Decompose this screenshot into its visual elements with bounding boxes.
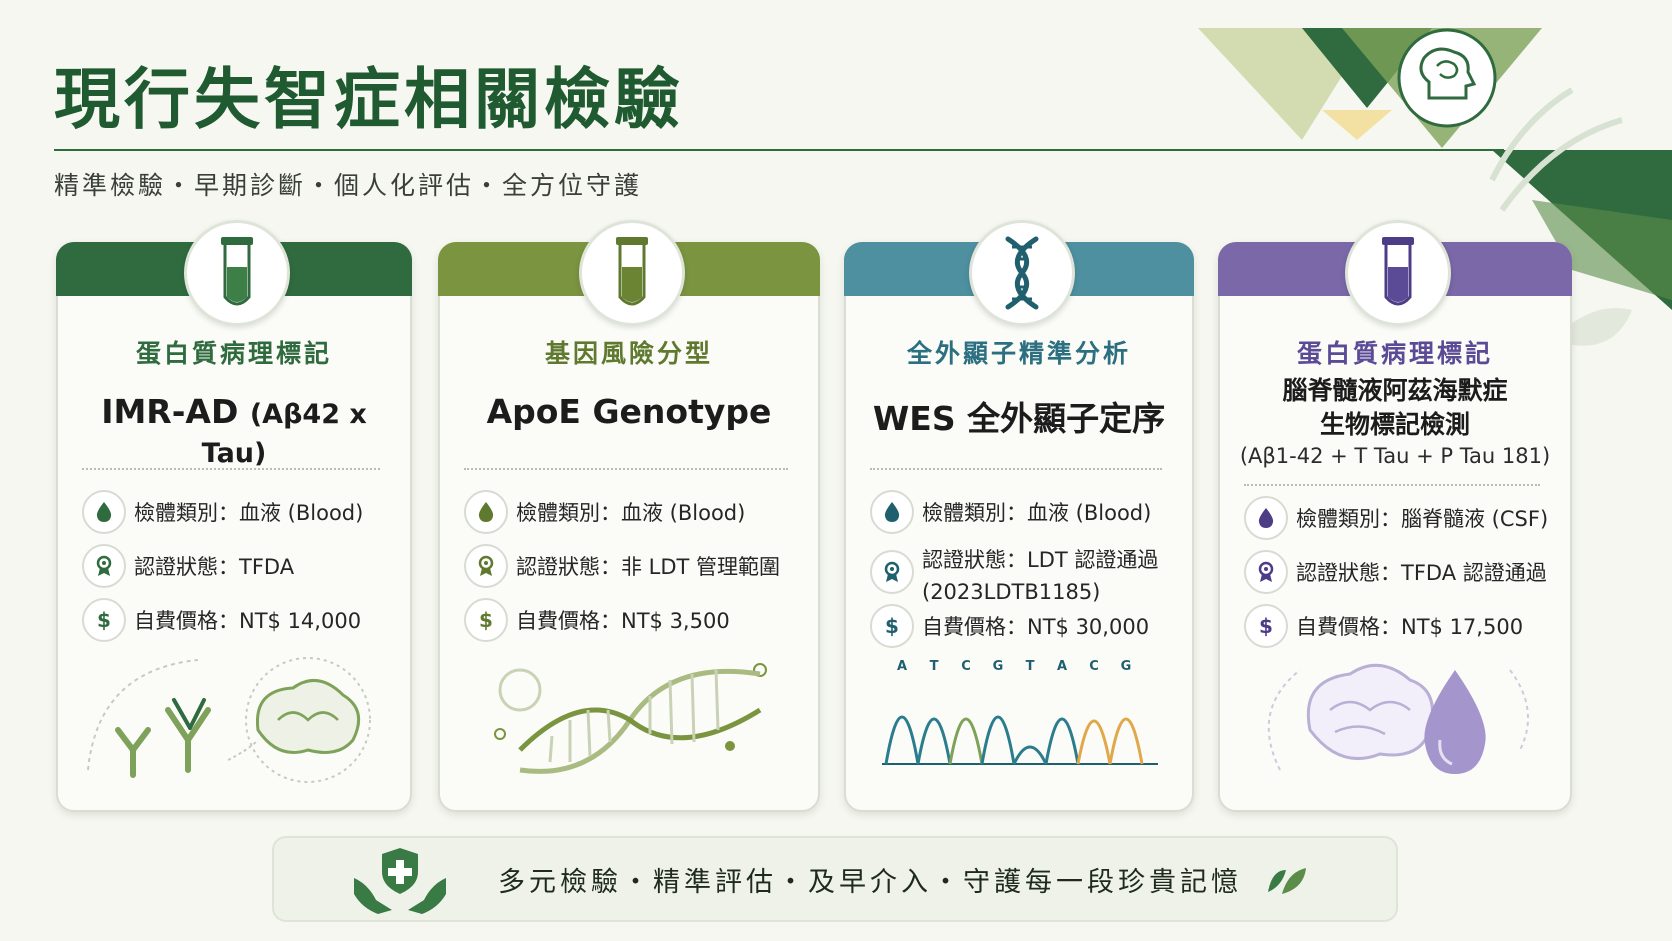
test-card-csf-biomarker: 蛋白質病理標記 腦脊髓液阿茲海默症 生物標記檢測 (Aβ1-42 + T Tau… <box>1218 220 1572 812</box>
blood-drop-icon <box>870 490 914 534</box>
award-ribbon-icon <box>870 550 914 594</box>
specimen-row: 檢體類別：血液 (Blood) <box>870 490 1178 534</box>
specimen-text: 檢體類別：腦脊髓液 (CSF) <box>1296 507 1549 531</box>
decorative-corner <box>1198 28 1672 346</box>
test-name-line-1: 腦脊髓液阿茲海默症 <box>1282 376 1508 405</box>
card-test-name: IMR-AD (Aβ42 x Tau) <box>68 392 400 470</box>
certification-line-2: (2023LDTB1185) <box>922 580 1101 604</box>
price-text: 自費價格：NT$ 17,500 <box>1296 615 1524 639</box>
certification-line-1: 認證狀態：LDT 認證通過 <box>922 548 1159 572</box>
page-title: 現行失智症相關檢驗 <box>54 61 684 138</box>
card-category: 全外顯子精準分析 <box>906 339 1131 368</box>
footer-banner: 多元檢驗・精準評估・及早介入・守護每一段珍貴記憶 <box>272 836 1398 922</box>
sequence-letter: T <box>1026 659 1035 674</box>
certification-text: 認證狀態：LDT 認證通過 (2023LDTB1185) <box>922 544 1158 608</box>
brain-droplet-illustration <box>1267 663 1529 774</box>
test-card-apoe: 基因風險分型 ApoE Genotype 檢體類別：血液 (Blood) 認證狀… <box>438 220 820 812</box>
csf-drop-icon <box>1244 496 1288 540</box>
sequence-letter: G <box>1121 659 1132 674</box>
sequence-letter: C <box>1089 659 1099 674</box>
price-row: $ 自費價格：NT$ 17,500 <box>1244 604 1556 648</box>
price-text: 自費價格：NT$ 30,000 <box>922 615 1150 639</box>
sequence-letter: T <box>930 659 939 674</box>
card-icon-badge <box>1345 220 1451 326</box>
certification-row: 認證狀態：LDT 認證通過 (2023LDTB1185) <box>870 548 1178 604</box>
test-card-wes: 全外顯子精準分析 WES 全外顯子定序 檢體類別：血液 (Blood) 認證狀態… <box>844 220 1194 812</box>
card-test-name: ApoE Genotype <box>486 392 772 431</box>
price-text: 自費價格：NT$ 14,000 <box>134 609 362 633</box>
certification-text: 認證狀態：非 LDT 管理範圍 <box>516 555 781 579</box>
dotted-divider <box>82 468 380 470</box>
sequence-letter: C <box>961 659 971 674</box>
specimen-row: 檢體類別：腦脊髓液 (CSF) <box>1244 496 1556 540</box>
title-divider <box>54 149 1504 151</box>
test-tube-icon <box>221 237 253 306</box>
sequence-letter: A <box>1057 659 1067 674</box>
price-row: $ 自費價格：NT$ 30,000 <box>870 604 1178 648</box>
price-row: $ 自費價格：NT$ 3,500 <box>464 598 804 642</box>
test-name-suffix: (Aβ42 x Tau) <box>201 399 367 469</box>
test-name-main: IMR-AD <box>101 392 239 431</box>
card-icon-badge <box>969 220 1075 326</box>
certification-row: 認證狀態：非 LDT 管理範圍 <box>464 544 804 588</box>
svg-text:$: $ <box>1259 614 1273 638</box>
award-ribbon-icon <box>1244 550 1288 594</box>
card-icon-badge <box>579 220 685 326</box>
dna-helix-illustration <box>494 663 767 774</box>
specimen-row: 檢體類別：血液 (Blood) <box>82 490 396 534</box>
certification-row: 認證狀態：TFDA <box>82 544 396 588</box>
card-category: 蛋白質病理標記 <box>135 339 332 368</box>
hands-shield-icon <box>354 848 446 914</box>
test-name-analytes: (Aβ1-42 + T Tau + P Tau 181) <box>1239 444 1551 468</box>
dotted-divider <box>1244 484 1540 486</box>
certification-text: 認證狀態：TFDA 認證通過 <box>1296 561 1547 585</box>
antibody-brain-illustration <box>87 657 371 783</box>
card-test-name: WES 全外顯子定序 <box>872 399 1166 438</box>
dna-icon <box>1005 236 1039 310</box>
blood-drop-icon <box>82 490 126 534</box>
dotted-divider <box>870 468 1162 470</box>
leaf-icon <box>1268 868 1306 894</box>
sequence-letter: A <box>897 659 907 674</box>
test-name-line-2: 生物標記檢測 <box>1319 410 1470 439</box>
svg-text:$: $ <box>479 608 493 632</box>
footer-slogan: 多元檢驗・精準評估・及早介入・守護每一段珍貴記憶 <box>498 867 1242 898</box>
specimen-text: 檢體類別：血液 (Blood) <box>516 501 746 525</box>
award-ribbon-icon <box>82 544 126 588</box>
specimen-text: 檢體類別：血液 (Blood) <box>922 501 1152 525</box>
price-row: $ 自費價格：NT$ 14,000 <box>82 598 396 642</box>
card-test-name: 腦脊髓液阿茲海默症 生物標記檢測 <box>1230 374 1560 442</box>
svg-text:$: $ <box>97 608 111 632</box>
price-text: 自費價格：NT$ 3,500 <box>516 609 730 633</box>
sequence-letter: G <box>993 659 1004 674</box>
svg-text:$: $ <box>885 614 899 638</box>
award-ribbon-icon <box>464 544 508 588</box>
dollar-icon: $ <box>464 598 508 642</box>
test-tube-icon <box>616 237 648 306</box>
card-icon-badge <box>184 220 290 326</box>
blood-drop-icon <box>464 490 508 534</box>
certification-text: 認證狀態：TFDA <box>134 555 295 579</box>
test-card-imr-ad: 蛋白質病理標記 IMR-AD (Aβ42 x Tau) 檢體類別：血液 (Blo… <box>56 220 412 812</box>
dollar-icon: $ <box>1244 604 1288 648</box>
page-subtitle: 精準檢驗・早期診斷・個人化評估・全方位守護 <box>54 171 643 200</box>
card-category: 蛋白質病理標記 <box>1296 339 1493 368</box>
specimen-text: 檢體類別：血液 (Blood) <box>134 501 364 525</box>
card-category: 基因風險分型 <box>544 339 713 368</box>
dollar-icon: $ <box>82 598 126 642</box>
test-tube-icon <box>1382 237 1414 306</box>
specimen-row: 檢體類別：血液 (Blood) <box>464 490 804 534</box>
chromatogram-illustration: A T C G T A C G <box>882 659 1158 765</box>
certification-row: 認證狀態：TFDA 認證通過 <box>1244 550 1556 594</box>
dollar-icon: $ <box>870 604 914 648</box>
dotted-divider <box>464 468 788 470</box>
